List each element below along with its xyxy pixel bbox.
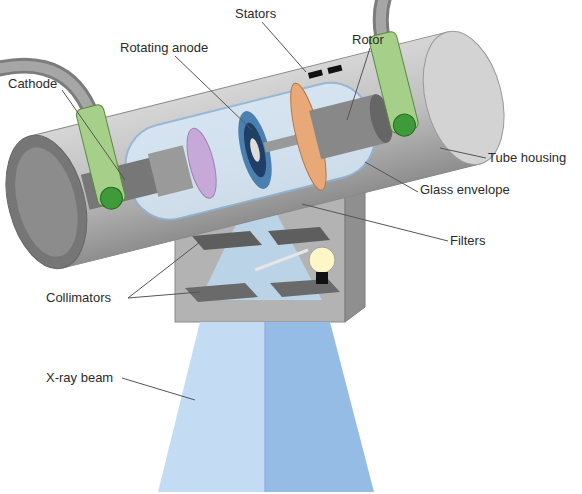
part-label: Cathode [8, 76, 57, 92]
part-label: Tube housing [488, 150, 566, 166]
part-label: Stators [235, 6, 276, 22]
part-label: Glass envelope [420, 182, 510, 198]
part-label: Rotor [352, 32, 384, 48]
leader-lines [62, 22, 486, 400]
part-label: Filters [450, 233, 485, 249]
xray-beam [158, 322, 374, 492]
part-label: X-ray beam [46, 370, 113, 386]
tube-housing [0, 0, 517, 277]
part-label: Collimators [46, 290, 111, 306]
part-label: Rotating anode [120, 40, 208, 56]
